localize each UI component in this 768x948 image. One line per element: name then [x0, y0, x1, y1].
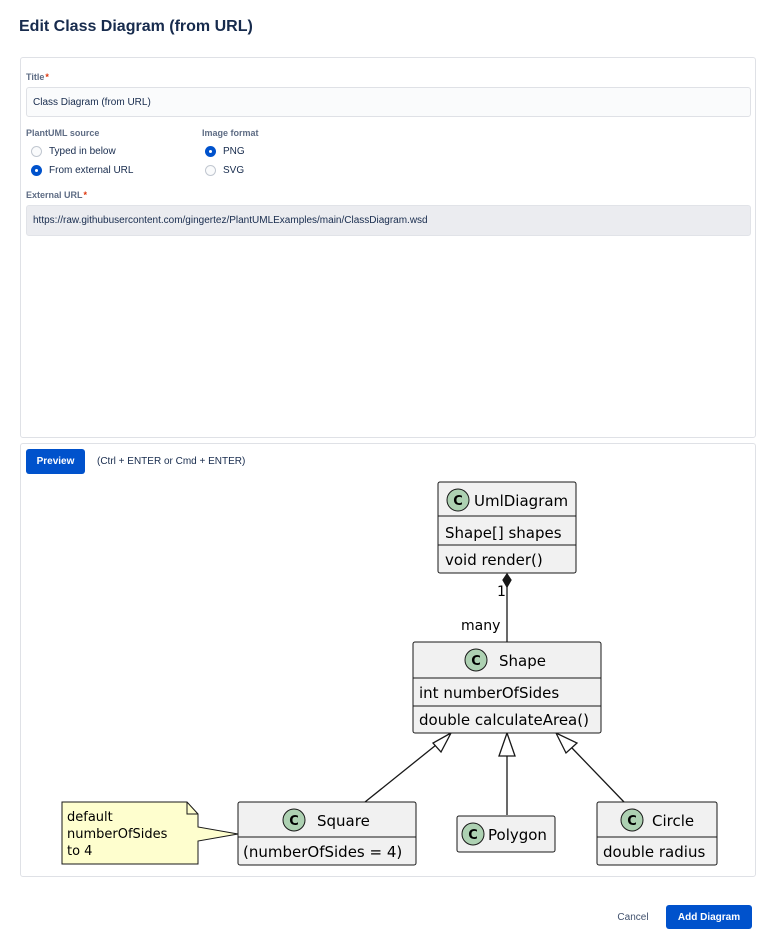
composition-diamond — [502, 572, 512, 589]
class-square-c-icon — [282, 808, 306, 832]
add-diagram-button[interactable]: Add Diagram — [666, 905, 752, 929]
preview-panel: Preview (Ctrl + ENTER or Cmd + ENTER) 1 … — [20, 443, 756, 877]
note-default-sides: default numberOfSides to 4 — [61, 801, 239, 865]
required-mark-url: * — [83, 190, 88, 200]
title-input[interactable] — [26, 87, 751, 117]
multiplicity-one: 1 — [497, 584, 506, 600]
class-shape-name: Shape — [499, 652, 546, 670]
radio-from-external-url[interactable]: From external URL — [31, 165, 133, 176]
class-square: C Square (numberOfSides = 4) — [237, 801, 417, 866]
class-umldiagram-box — [437, 481, 577, 574]
title-label: Title* — [26, 72, 49, 82]
class-shape-c-icon — [464, 648, 488, 672]
class-umldiagram-method: void render() — [445, 551, 543, 569]
class-circle-c-letter: C — [627, 814, 637, 829]
class-polygon-c-letter: C — [468, 828, 478, 843]
class-circle: C Circle double radius — [596, 801, 718, 866]
class-polygon-box — [456, 815, 556, 853]
class-square-field: (numberOfSides = 4) — [243, 843, 402, 861]
note-fold — [186, 802, 198, 815]
radio-from-external-url-label: From external URL — [49, 165, 134, 176]
inheritance-line-square — [364, 740, 442, 803]
class-umldiagram: C UmlDiagram Shape[] shapes void render(… — [437, 481, 577, 574]
radio-svg-label: SVG — [223, 165, 245, 176]
multiplicity-many: many — [461, 618, 500, 634]
note-line-3: to 4 — [67, 844, 92, 859]
class-circle-name: Circle — [652, 812, 694, 830]
class-shape-field: int numberOfSides — [419, 684, 559, 702]
inheritance-arrow-circle — [554, 731, 579, 755]
cancel-button[interactable]: Cancel — [607, 905, 659, 929]
external-url-input[interactable] — [26, 205, 751, 236]
radio-png-circle[interactable] — [205, 146, 216, 157]
plantuml-source-label: PlantUML source — [26, 128, 100, 138]
inheritance-line-circle — [571, 747, 625, 803]
inheritance-arrow-polygon — [498, 731, 516, 757]
radio-typed-in-below-circle[interactable] — [31, 146, 42, 157]
class-polygon-name: Polygon — [488, 826, 547, 844]
form-panel: Title* PlantUML source Typed in below Fr… — [20, 57, 756, 438]
class-umldiagram-field: Shape[] shapes — [445, 524, 562, 542]
class-polygon-c-icon — [461, 822, 485, 846]
note-line-1: default — [67, 810, 113, 825]
required-mark: * — [45, 72, 49, 82]
class-umldiagram-c-letter: C — [453, 494, 463, 509]
radio-svg-circle[interactable] — [205, 165, 216, 176]
radio-from-external-url-circle[interactable] — [31, 165, 42, 176]
class-circle-c-icon — [620, 808, 644, 832]
radio-svg[interactable]: SVG — [205, 165, 244, 176]
dialog-title: Edit Class Diagram (from URL) — [19, 18, 253, 35]
class-square-c-letter: C — [289, 814, 299, 829]
class-diagram: 1 many C UmlDiagram Shape[] shapes void … — [61, 481, 718, 866]
radio-png[interactable]: PNG — [205, 146, 245, 157]
class-shape: C Shape int numberOfSides double calcula… — [412, 641, 602, 734]
radio-png-label: PNG — [223, 146, 245, 157]
external-url-label: External URL* — [26, 190, 88, 200]
inheritance-arrow-square — [431, 731, 453, 754]
class-umldiagram-name: UmlDiagram — [474, 492, 568, 510]
note-box — [61, 801, 239, 865]
class-square-name: Square — [317, 812, 370, 830]
class-circle-field: double radius — [603, 843, 705, 861]
class-shape-method: double calculateArea() — [419, 711, 589, 729]
note-line-2: numberOfSides — [67, 827, 168, 842]
class-shape-c-letter: C — [471, 654, 481, 669]
preview-shortcut-hint: (Ctrl + ENTER or Cmd + ENTER) — [97, 456, 246, 467]
preview-button[interactable]: Preview — [26, 449, 85, 474]
radio-typed-in-below[interactable]: Typed in below — [31, 146, 116, 157]
class-umldiagram-c-icon — [446, 488, 470, 512]
class-shape-box — [412, 641, 602, 734]
class-polygon: C Polygon — [456, 815, 556, 853]
radio-typed-in-below-label: Typed in below — [49, 146, 116, 157]
diagram-edges — [201, 572, 625, 835]
image-format-label: Image format — [202, 128, 259, 138]
